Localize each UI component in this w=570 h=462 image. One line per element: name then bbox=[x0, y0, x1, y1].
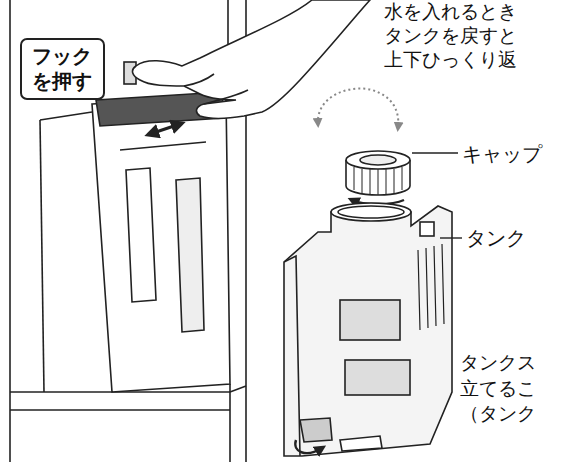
cap-illustration bbox=[354, 167, 402, 195]
unit-body bbox=[40, 112, 92, 120]
tank-illustration bbox=[284, 203, 452, 456]
hook-and-hand bbox=[184, 74, 214, 86]
tank-illustration bbox=[284, 256, 300, 456]
cap-illustration bbox=[360, 155, 396, 165]
open-tank-door bbox=[92, 96, 230, 392]
tank-illustration bbox=[284, 206, 452, 456]
unit-body bbox=[230, 386, 246, 392]
open-tank-door bbox=[176, 178, 204, 332]
cap-illustration bbox=[318, 88, 410, 204]
instruction-text: フック を押す bbox=[32, 44, 93, 94]
caution-note: タンクス 立てるこ （タンク bbox=[460, 350, 536, 427]
unit-body bbox=[10, 409, 230, 411]
cap-illustration bbox=[318, 88, 398, 128]
hook-and-hand bbox=[133, 0, 370, 118]
tank-illustration bbox=[418, 244, 444, 330]
tank-illustration bbox=[338, 206, 404, 218]
part-label: タンク bbox=[466, 226, 526, 250]
open-tank-door bbox=[92, 92, 230, 392]
tank-illustration bbox=[345, 360, 410, 395]
tank-illustration bbox=[340, 300, 400, 340]
leader-line bbox=[440, 237, 462, 238]
tank-illustration bbox=[295, 440, 322, 453]
tank-illustration bbox=[340, 436, 382, 451]
callout-box: フック を押す bbox=[20, 38, 105, 100]
tank-illustration bbox=[300, 418, 332, 442]
open-tank-door bbox=[120, 142, 206, 150]
part-label: キャップ bbox=[462, 142, 542, 166]
tank-illustration bbox=[331, 203, 411, 221]
hook-and-hand bbox=[204, 90, 248, 104]
cap-illustration bbox=[346, 151, 410, 169]
leader-line bbox=[412, 153, 462, 238]
leader-line bbox=[412, 152, 458, 153]
open-tank-door bbox=[126, 168, 156, 302]
open-tank-door bbox=[150, 124, 180, 134]
tank-illustration bbox=[420, 222, 434, 236]
instruction-note: 水を入れるとき タンクを戻すと 上下ひっくり返 bbox=[384, 0, 517, 71]
unit-body bbox=[40, 120, 44, 392]
hook-and-hand bbox=[124, 0, 370, 118]
unit-body bbox=[229, 384, 231, 462]
